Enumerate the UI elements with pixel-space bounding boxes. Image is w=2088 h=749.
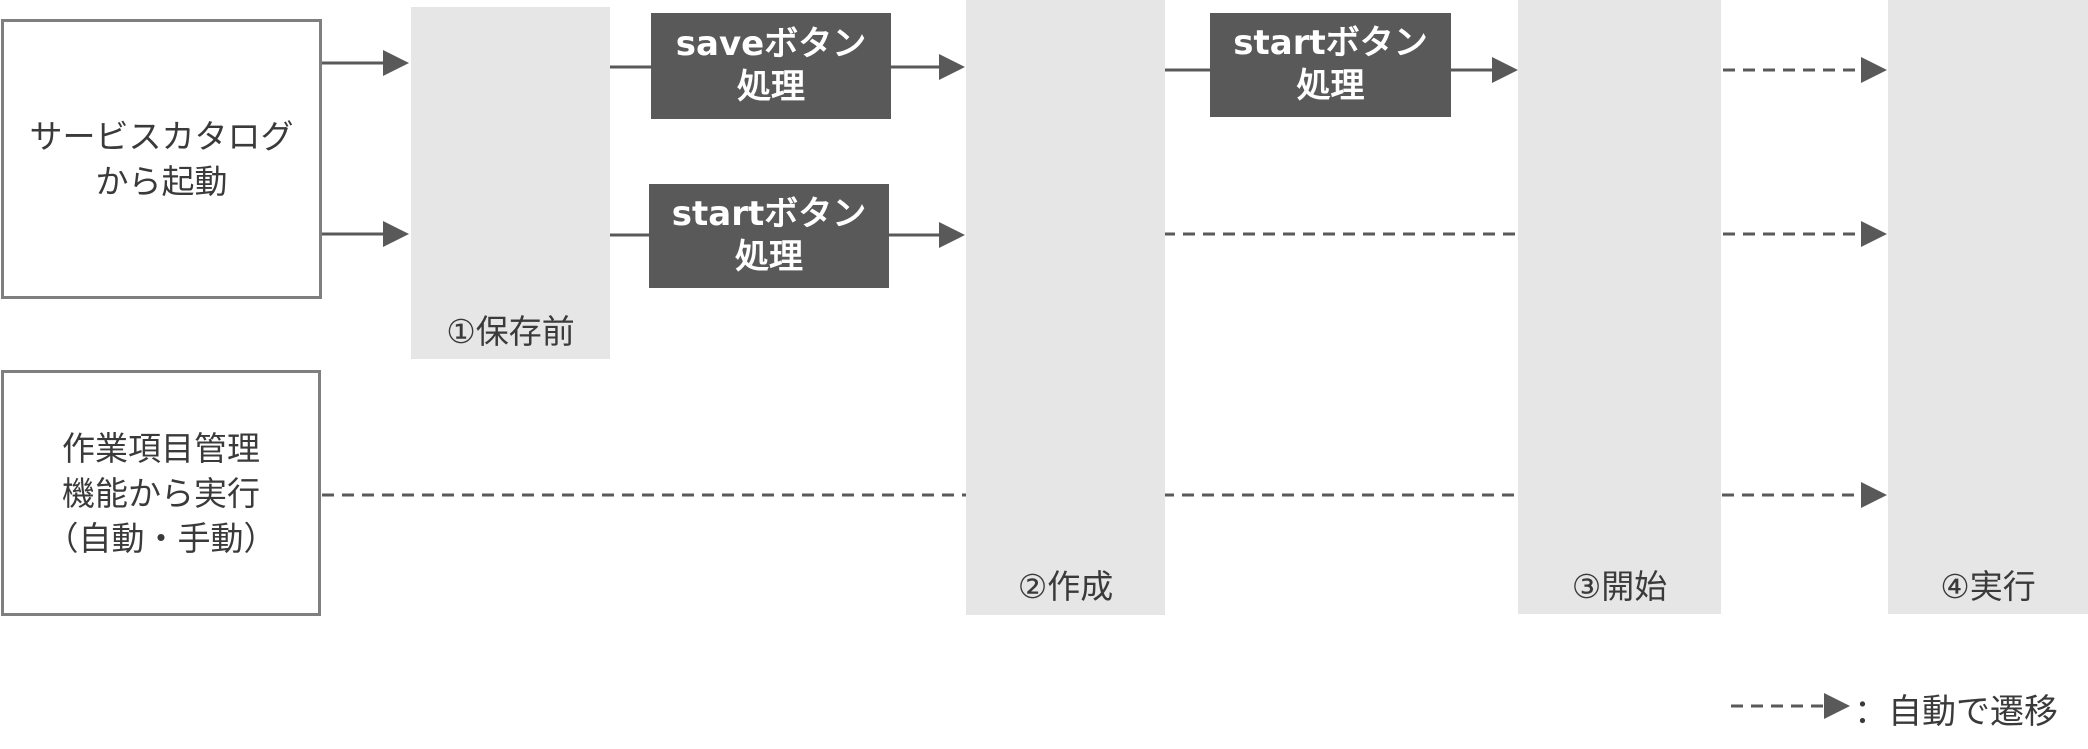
dashed-arrow-started-to-executed-head — [1861, 57, 1887, 83]
process-start-lower-line-2: 処理 — [735, 237, 803, 277]
legend-label: ：自動で遷移 — [1854, 692, 2058, 732]
legend-dashed-arrow-icon-head — [1824, 693, 1850, 719]
source-workitem-line-2: 機能から実行 — [62, 473, 260, 513]
dashed-arrow-created-to-executed-head — [1861, 221, 1887, 247]
state-label-executed: ④実行 — [1940, 567, 2036, 606]
state-label-before-save: ①保存前 — [446, 312, 575, 351]
state-label-created: ②作成 — [1017, 567, 1114, 606]
source-work-item-management: 作業項目管理 機能から実行 （自動・手動） — [1, 370, 321, 616]
source-catalog-line-2: から起動 — [95, 162, 228, 201]
state-column-started — [1518, 0, 1721, 614]
arrow-catalog-to-before-save-top-head — [383, 50, 409, 76]
arrow-start-process-to-created-head — [939, 222, 965, 248]
process-start-button-upper: startボタン 処理 — [1210, 13, 1451, 117]
state-column-before-save — [411, 7, 610, 359]
source-workitem-line-3: （自動・手動） — [45, 518, 277, 558]
process-save-button: saveボタン 処理 — [651, 13, 891, 119]
process-save-line-2: 処理 — [737, 67, 805, 107]
source-workitem-line-1: 作業項目管理 — [62, 428, 260, 468]
state-label-started: ③開始 — [1571, 567, 1668, 606]
dashed-arrow-workitem-to-executed-head — [1861, 482, 1887, 508]
process-start-lower-line-1: startボタン — [671, 194, 867, 234]
source-service-catalog: サービスカタログ から起動 — [1, 19, 322, 299]
process-start-upper-line-1: startボタン — [1233, 23, 1428, 63]
process-save-line-1: saveボタン — [675, 24, 867, 64]
arrow-catalog-to-before-save-bottom-head — [383, 221, 409, 247]
state-column-created — [966, 0, 1165, 615]
arrow-save-process-to-created-head — [939, 54, 965, 80]
process-start-button-lower: startボタン 処理 — [649, 184, 889, 288]
arrow-start-process-to-started-head — [1492, 57, 1518, 83]
process-start-upper-line-2: 処理 — [1296, 66, 1365, 106]
source-catalog-line-1: サービスカタログ — [29, 117, 294, 156]
state-column-executed — [1888, 0, 2088, 614]
